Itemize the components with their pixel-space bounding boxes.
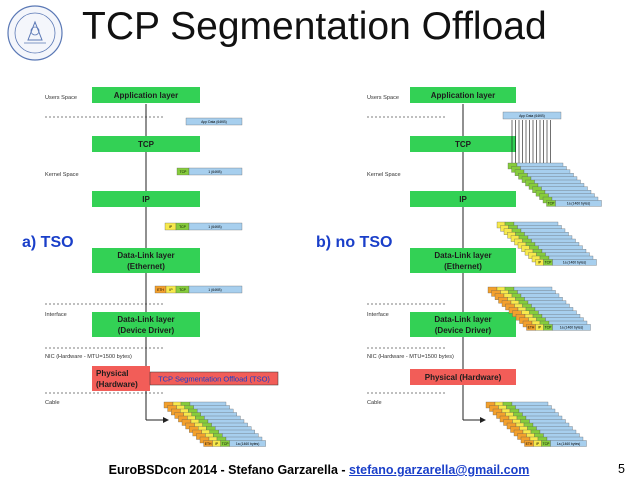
svg-text:TCP: TCP <box>455 140 472 149</box>
no-tso-panel-label: b) no TSO <box>316 234 392 251</box>
svg-text:TCP: TCP <box>179 225 187 229</box>
footer: EuroBSDcon 2014 - Stefano Garzarella - s… <box>0 463 638 477</box>
tcp-segments-stack: TCP 1a (1460 bytes) <box>507 162 602 207</box>
svg-text:App Data (64KB): App Data (64KB) <box>519 114 545 118</box>
device-driver-box <box>92 312 200 337</box>
cable-label: Cable <box>45 400 60 406</box>
tso-label-box <box>149 371 279 386</box>
svg-text:1a (1460 bytes): 1a (1460 bytes) <box>236 442 260 446</box>
svg-text:NIC (Hardware - MTU=1500 bytes: NIC (Hardware - MTU=1500 bytes) <box>367 354 454 360</box>
svg-text:(Ethernet): (Ethernet) <box>444 262 482 271</box>
svg-text:(Hardware): (Hardware) <box>96 380 138 389</box>
svg-text:Users Space: Users Space <box>367 95 399 101</box>
svg-text:ETH: ETH <box>528 326 535 330</box>
kernel-space-label: Kernel Space <box>45 172 79 178</box>
svg-text:Interface: Interface <box>367 312 389 318</box>
svg-text:1a (1460 bytes): 1a (1460 bytes) <box>563 261 587 265</box>
svg-text:Cable: Cable <box>367 400 382 406</box>
svg-text:Data-Link layer: Data-Link layer <box>117 315 174 324</box>
footer-text: EuroBSDcon 2014 - Stefano Garzarella - <box>108 463 350 477</box>
svg-text:1a (1460 bytes): 1a (1460 bytes) <box>567 202 591 206</box>
application-layer-box <box>92 87 200 103</box>
segment-packet <box>496 221 559 229</box>
svg-text:IP: IP <box>459 195 467 204</box>
svg-text:Data-Link layer: Data-Link layer <box>117 251 174 260</box>
app-data-packet <box>185 117 243 126</box>
svg-text:TCP: TCP <box>545 261 553 265</box>
datalink-ethernet-box <box>92 248 200 273</box>
tcp-layer-box <box>92 136 200 152</box>
svg-text:1a (1460 bytes): 1a (1460 bytes) <box>560 326 584 330</box>
svg-text:TCP: TCP <box>548 202 556 206</box>
tso-panel-label: a) TSO <box>22 234 74 251</box>
svg-text:TCP: TCP <box>543 442 551 446</box>
segment-packet <box>491 290 556 297</box>
svg-text:Data-Link layer: Data-Link layer <box>434 315 491 324</box>
users-space-label: Users Space <box>45 95 77 101</box>
svg-text:IP: IP <box>538 326 542 330</box>
ip-layer-label: IP <box>142 195 150 204</box>
svg-text:IP: IP <box>215 442 219 446</box>
nic-label: NIC (Hardware - MTU=1500 bytes) <box>45 354 132 360</box>
svg-text:Data-Link layer: Data-Link layer <box>434 251 491 260</box>
svg-text:1a (1460 bytes): 1a (1460 bytes) <box>557 442 581 446</box>
segment-packet: TCP 1a (1460 bytes) <box>546 200 602 207</box>
svg-text:TCP: TCP <box>222 442 230 446</box>
svg-text:TCP: TCP <box>545 326 553 330</box>
tcp-segment-packet: TCP 1 (64KB) <box>176 167 243 176</box>
svg-text:TCP: TCP <box>179 288 187 292</box>
svg-text:Application layer: Application layer <box>431 91 495 100</box>
application-layer-label: Application layer <box>114 91 178 100</box>
svg-text:ETH: ETH <box>526 442 533 446</box>
svg-text:Physical: Physical <box>96 369 128 378</box>
tcp-layer-label: TCP <box>138 140 155 149</box>
svg-text:IP: IP <box>536 442 540 446</box>
svg-text:1 (64KB): 1 (64KB) <box>208 170 221 174</box>
svg-text:App Data (64KB): App Data (64KB) <box>201 120 227 124</box>
svg-text:(Device Driver): (Device Driver) <box>118 326 175 335</box>
email-link[interactable]: stefano.garzarella@gmail.com <box>349 463 530 477</box>
tso-label: TCP Segmentation Offload (TSO) <box>158 375 270 384</box>
interface-label: Interface <box>45 312 67 318</box>
segment-packet <box>522 320 588 328</box>
tso-panel: Users Space Kernel Space Interface NIC (… <box>45 87 279 447</box>
university-seal-icon <box>7 5 63 61</box>
svg-text:Kernel Space: Kernel Space <box>367 172 401 178</box>
no-tso-panel: Users Space Kernel Space Interface NIC (… <box>367 87 602 447</box>
page-number: 5 <box>618 462 625 476</box>
ip-packet: IP TCP 1 (64KB) <box>164 222 243 231</box>
svg-text:(Device Driver): (Device Driver) <box>435 326 492 335</box>
svg-text:1 (64KB): 1 (64KB) <box>208 225 221 229</box>
svg-text:ETH: ETH <box>157 288 164 292</box>
eth-frame-packet: ETH IP TCP 1 (64KB) <box>154 285 243 294</box>
ip-layer-box <box>92 191 200 207</box>
svg-text:IP: IP <box>169 225 173 229</box>
svg-text:1 (64KB): 1 (64KB) <box>208 288 221 292</box>
physical-hardware-box <box>92 366 150 391</box>
svg-text:ETH: ETH <box>205 442 212 446</box>
page-title: TCP Segmentation Offload <box>82 5 547 48</box>
svg-text:(Ethernet): (Ethernet) <box>127 262 165 271</box>
svg-text:IP: IP <box>538 261 542 265</box>
svg-text:TCP: TCP <box>180 170 188 174</box>
svg-text:IP: IP <box>169 288 173 292</box>
svg-text:Physical (Hardware): Physical (Hardware) <box>425 373 502 382</box>
segment-packet <box>524 249 587 256</box>
